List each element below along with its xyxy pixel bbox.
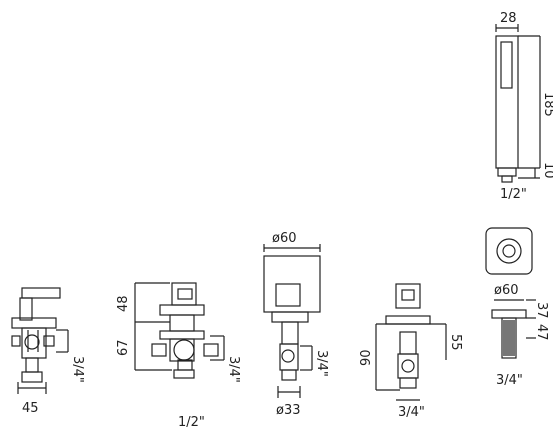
valve-height-label: 90: [359, 349, 374, 366]
stop-valve-drawing: [263, 244, 321, 398]
mixer-width-label: 45: [22, 401, 39, 416]
valve-right-label: 55: [448, 334, 463, 351]
stop-thread-label: 3/4": [314, 350, 329, 377]
diverter-thread-label: 3/4": [226, 356, 241, 383]
handshower-thread-label: 1/2": [500, 187, 527, 202]
mixer-drawing: [11, 287, 69, 394]
spout-thread-label: 3/4": [496, 373, 523, 388]
handshower-width-label: 28: [500, 11, 517, 26]
handshower-base-label: 10: [541, 162, 553, 179]
valve-thread-label: 3/4": [398, 405, 425, 420]
diverter-inlet-label: 1/2": [178, 415, 205, 428]
spout-thread-fill: [503, 320, 515, 356]
spout-diameter-label: ø60: [494, 283, 519, 298]
diverter-body-label: 67: [116, 339, 131, 356]
valve-drawing: [375, 283, 447, 401]
spout-height1-label: 37: [534, 302, 549, 319]
spout-height2-label: 47: [534, 324, 549, 341]
stop-top-diameter-label: ø60: [272, 231, 297, 246]
diverter-drawing: [134, 282, 225, 379]
handshower-length-label: 185: [541, 92, 553, 117]
mixer-thread-label: 3/4": [70, 356, 85, 383]
diverter-top-label: 48: [116, 295, 131, 312]
handshower-drawing: [495, 24, 541, 183]
spout-drawing: [485, 227, 536, 359]
stop-base-diameter-label: ø33: [276, 403, 301, 418]
